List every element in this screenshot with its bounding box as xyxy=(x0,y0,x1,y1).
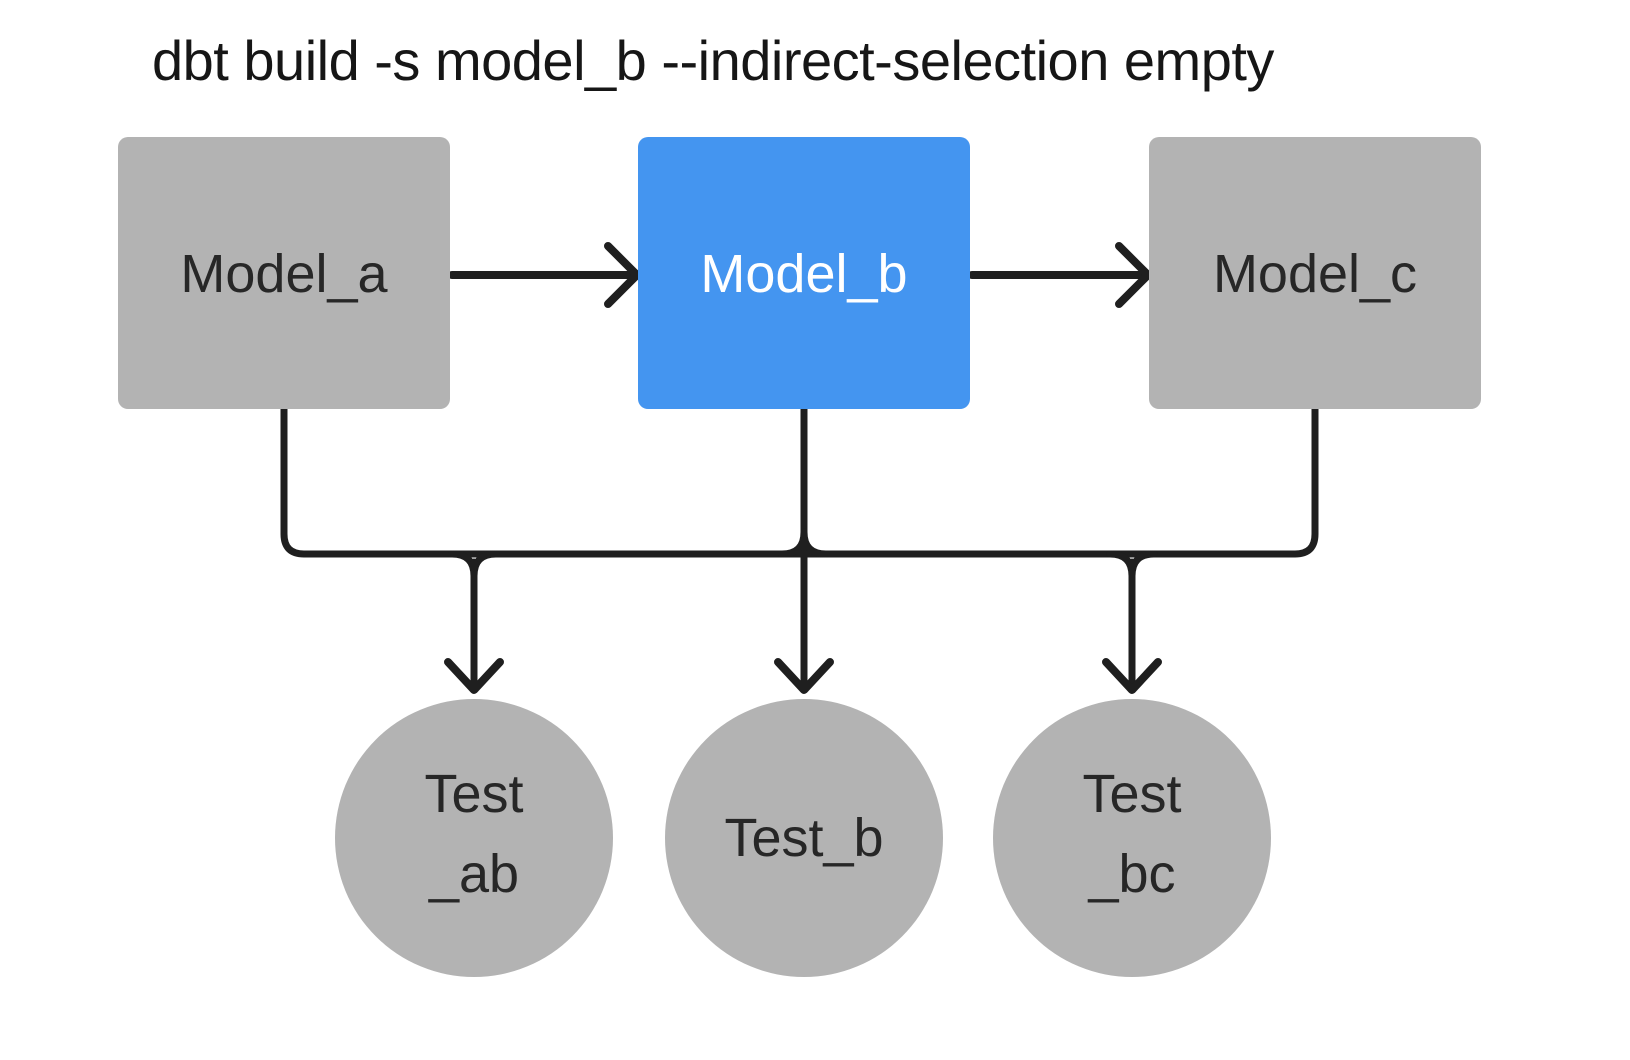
node-model-a-label: Model_a xyxy=(180,244,388,304)
junction-fillet-model-b xyxy=(778,528,830,558)
edge-test-bc-arrowhead-icon xyxy=(1102,658,1162,694)
edge-test-b-arrowhead-icon xyxy=(774,658,834,694)
node-model-c xyxy=(1149,137,1481,409)
node-model-b xyxy=(638,137,970,409)
node-test-bc-label-line2: _bc xyxy=(1087,844,1175,904)
edge-bus-model-a-model-c xyxy=(280,405,1319,558)
node-test-ab xyxy=(335,699,613,977)
node-test-bc-label-line1: Test xyxy=(1082,764,1181,824)
node-test-b-label: Test_b xyxy=(724,808,883,868)
edge-test-ab-arrowhead-icon xyxy=(444,658,504,694)
node-model-a xyxy=(118,137,450,409)
edge-model-a-to-model-b-arrowhead-icon xyxy=(604,242,641,308)
edge-model-b-to-model-c-arrowhead-icon xyxy=(1115,242,1152,308)
node-test-ab-label-line1: Test xyxy=(424,764,523,824)
node-test-ab-label-line2: _ab xyxy=(428,844,519,904)
diagram-title: dbt build -s model_b --indirect-selectio… xyxy=(152,29,1274,92)
node-test-b xyxy=(665,699,943,977)
node-test-bc xyxy=(993,699,1271,977)
node-model-b-label: Model_b xyxy=(700,244,907,304)
node-model-c-label: Model_c xyxy=(1213,244,1417,304)
